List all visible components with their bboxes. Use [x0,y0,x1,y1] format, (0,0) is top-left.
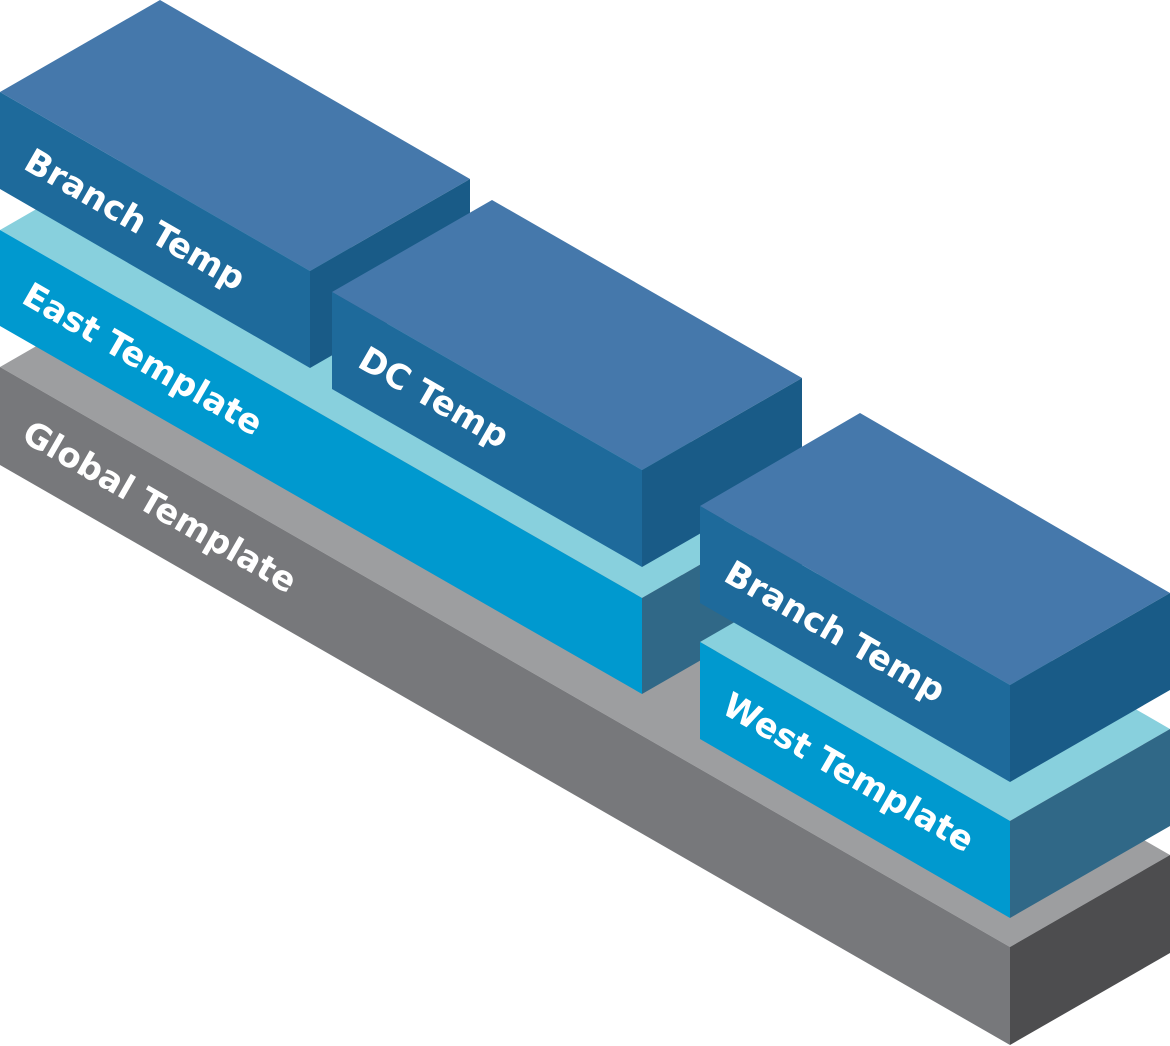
dc-top-face [332,200,802,470]
west-side-face [1010,729,1170,918]
branch-east-top-face [0,0,470,271]
branch-west-side-face [1010,593,1170,782]
dc-side-face [642,378,802,567]
branch-east-front-face [0,92,310,368]
west-front-face [700,642,1010,918]
dc-front-face [332,292,642,567]
branch-west-front-face [700,506,1010,782]
global-front-face [0,367,1010,1045]
east-front-face [0,230,642,694]
block-dc-temp: DC Temp [332,200,802,567]
global-side-face [1010,855,1170,1045]
branch-west-top-face [700,413,1170,685]
